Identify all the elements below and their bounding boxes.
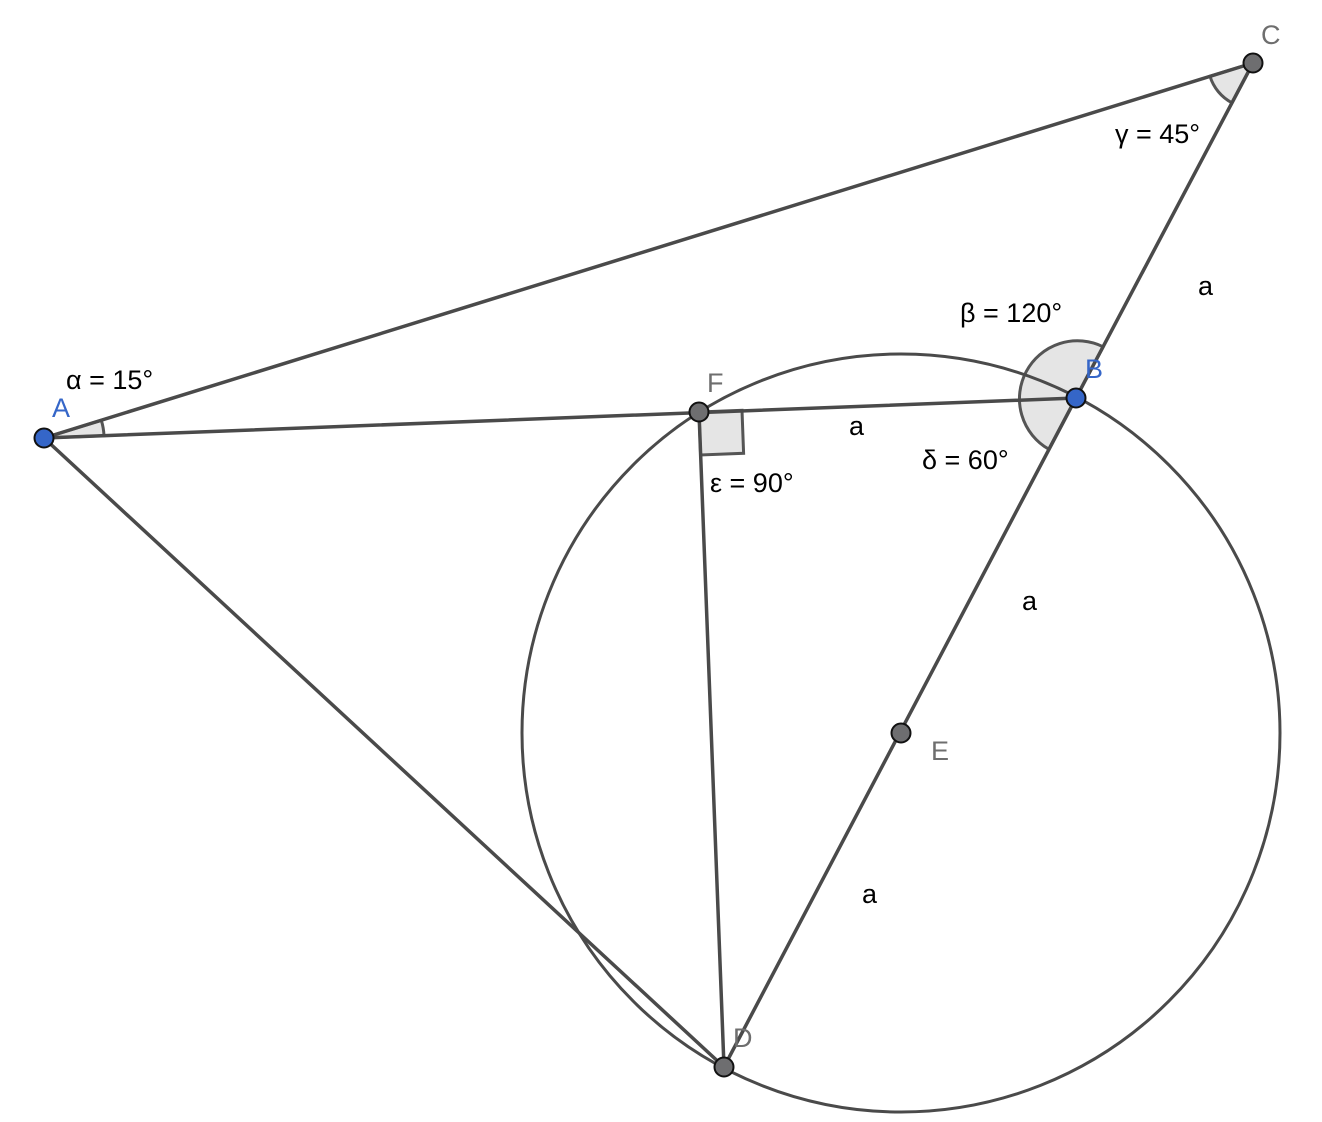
point-e[interactable] bbox=[890, 722, 912, 744]
angle-label-epsilon: ε = 90° bbox=[710, 468, 794, 498]
point-label-a: A bbox=[52, 393, 70, 423]
segment-cb[interactable] bbox=[1074, 61, 1255, 400]
segment-label-bc: a bbox=[1198, 271, 1214, 301]
circle-e[interactable] bbox=[520, 352, 1282, 1114]
point-label-b: B bbox=[1085, 354, 1103, 384]
point-label-d: D bbox=[733, 1023, 753, 1053]
angle-label-delta: δ = 60° bbox=[922, 445, 1009, 475]
segment-label-fb: a bbox=[849, 411, 865, 441]
angle-label-alpha: α = 15° bbox=[66, 365, 153, 395]
point-f[interactable] bbox=[688, 401, 710, 423]
segment-fd[interactable] bbox=[697, 410, 726, 1069]
segment-ab[interactable] bbox=[42, 396, 1078, 440]
point-d[interactable] bbox=[713, 1056, 735, 1078]
point-label-f: F bbox=[707, 368, 724, 398]
segment-ad[interactable] bbox=[42, 436, 726, 1069]
segment-label-ed: a bbox=[862, 879, 878, 909]
segment-ac[interactable] bbox=[42, 61, 1255, 440]
angle-label-beta: β = 120° bbox=[960, 298, 1062, 328]
point-label-e: E bbox=[931, 736, 949, 766]
angle-label-gamma: γ = 45° bbox=[1115, 119, 1200, 149]
point-b[interactable] bbox=[1065, 387, 1087, 409]
point-a[interactable] bbox=[33, 427, 55, 449]
angle-beta-sector bbox=[1017, 339, 1106, 452]
segment-label-be: a bbox=[1022, 586, 1038, 616]
point-c[interactable] bbox=[1242, 52, 1264, 74]
point-label-c: C bbox=[1261, 20, 1281, 50]
